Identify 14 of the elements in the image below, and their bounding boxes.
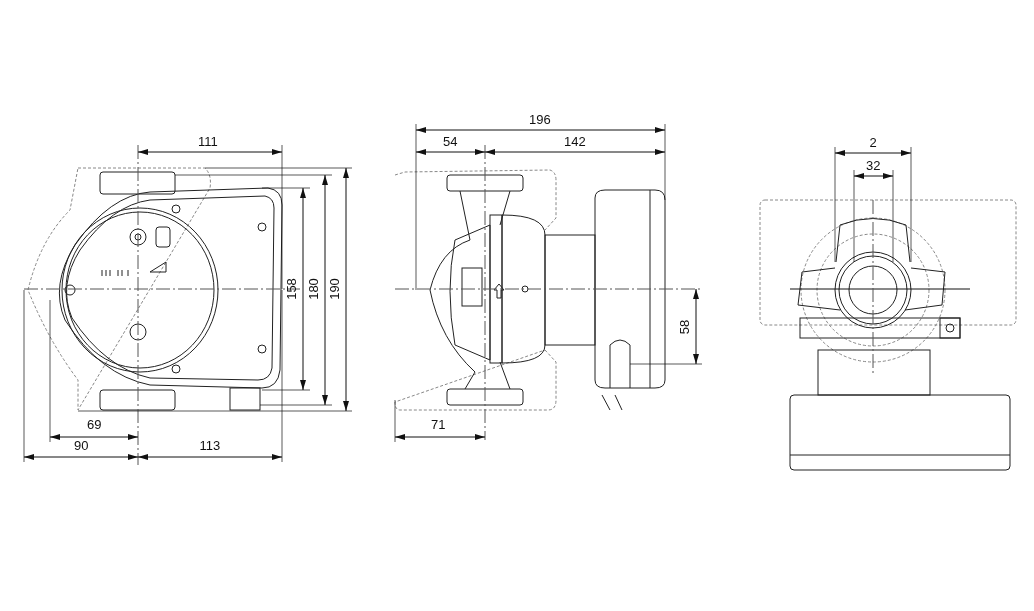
dimension-label: 71 [431, 418, 446, 432]
dimension-label: 180 [306, 278, 321, 300]
dimension-label: 196 [529, 113, 551, 127]
dimension-label: 90 [74, 439, 89, 453]
dimension-label: 142 [564, 135, 586, 149]
dimension-label: 111 [198, 135, 218, 149]
dimension-label: 32 [866, 159, 881, 173]
dimension-label: 69 [87, 418, 102, 432]
dimension-label: 58 [678, 319, 693, 335]
dimension-label: 2 [869, 136, 877, 150]
dimension-label: 54 [443, 135, 458, 149]
dimension-label: 158 [284, 278, 299, 300]
dimension-label: 190 [327, 278, 342, 300]
dimension-label: 113 [199, 439, 221, 453]
